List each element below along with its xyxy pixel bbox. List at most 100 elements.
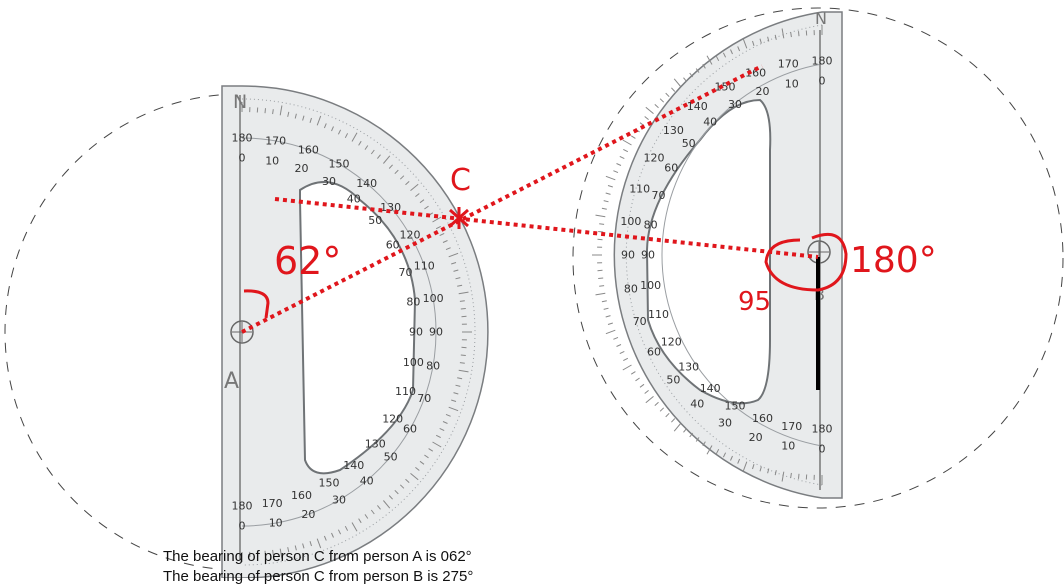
- scale-tick: [674, 424, 680, 432]
- scale-label: 170: [781, 420, 802, 433]
- scale-tick: [599, 286, 604, 287]
- scale-label: 0: [239, 520, 246, 533]
- scale-tick: [617, 164, 622, 166]
- scale-tick: [671, 88, 674, 92]
- scale-tick: [645, 117, 649, 120]
- scale-label: 90: [409, 326, 423, 339]
- scale-label: 70: [652, 189, 666, 202]
- scale-tick: [646, 107, 654, 113]
- scale-tick: [604, 308, 609, 309]
- scale-tick: [645, 390, 649, 393]
- scale-label: 70: [399, 266, 413, 279]
- scale-label: 110: [414, 259, 435, 272]
- scale-label: 150: [329, 158, 350, 171]
- scale-tick: [646, 396, 654, 402]
- scale-tick: [631, 136, 635, 139]
- scale-tick: [655, 402, 659, 405]
- scale-tick: [640, 384, 644, 387]
- scale-label: 180: [232, 132, 253, 145]
- scale-tick: [655, 104, 659, 107]
- scale-label: 90: [621, 249, 635, 262]
- scale-tick: [608, 186, 613, 188]
- scale-label: 170: [265, 135, 286, 148]
- scale-tick: [617, 345, 622, 347]
- scale-label: 60: [403, 423, 417, 436]
- scale-label: 100: [640, 279, 661, 292]
- scale-label: 70: [633, 315, 647, 328]
- scale-label: 20: [756, 85, 770, 98]
- scale-tick: [636, 378, 640, 381]
- scale-tick: [623, 140, 632, 145]
- scale-label: 180: [812, 423, 833, 436]
- scale-label: 100: [423, 292, 444, 305]
- scale-tick: [684, 78, 687, 82]
- scale-tick: [674, 79, 680, 87]
- scale-tick: [666, 413, 670, 417]
- scale-label: 130: [678, 361, 699, 374]
- scale-label: 170: [262, 497, 283, 510]
- scale-tick: [602, 301, 607, 302]
- scale-tick: [620, 156, 625, 158]
- scale-tick: [596, 215, 606, 217]
- scale-label: 180: [232, 500, 253, 513]
- scale-label: 70: [417, 392, 431, 405]
- scale-label: 120: [661, 336, 682, 349]
- scale-label: 30: [718, 417, 732, 430]
- scale-label: 120: [400, 229, 421, 242]
- scale-label: 50: [368, 214, 382, 227]
- scale-tick: [660, 408, 664, 412]
- scale-label: 50: [666, 373, 680, 386]
- scale-tick: [460, 363, 465, 364]
- scale-label: 20: [295, 162, 309, 175]
- scale-tick: [273, 109, 274, 114]
- scale-tick: [604, 201, 609, 202]
- scale-label: 100: [403, 356, 424, 369]
- scale-tick: [623, 358, 628, 360]
- scale-label: 150: [319, 476, 340, 489]
- scale-tick: [265, 108, 266, 113]
- scale-label: 140: [356, 177, 377, 190]
- scale-tick: [631, 372, 635, 375]
- scale-label: 110: [629, 182, 650, 195]
- scale-tick: [623, 149, 628, 151]
- scale-label: 20: [749, 431, 763, 444]
- scale-tick: [461, 355, 466, 356]
- scale-label: 90: [429, 326, 443, 339]
- protractor-right-north-label: N: [815, 9, 827, 28]
- scale-tick: [666, 93, 670, 97]
- scale-tick: [799, 474, 800, 479]
- scale-label: 0: [819, 75, 826, 88]
- scale-label: 30: [728, 98, 742, 111]
- scale-label: 120: [644, 152, 665, 165]
- scale-label: 130: [663, 124, 684, 137]
- caption-line-2: The bearing of person C from person B is…: [163, 568, 473, 585]
- scale-label: 40: [347, 192, 361, 205]
- scale-label: 80: [426, 359, 440, 372]
- scale-label: 160: [752, 412, 773, 425]
- scale-label: 10: [269, 517, 283, 530]
- scale-label: 60: [664, 162, 678, 175]
- scale-label: 20: [301, 508, 315, 521]
- scale-tick: [613, 171, 618, 173]
- scale-label: 60: [647, 346, 661, 359]
- scale-label: 50: [682, 137, 696, 150]
- scale-label: 30: [332, 494, 346, 507]
- scale-label: 10: [785, 77, 799, 90]
- scale-tick: [620, 351, 625, 353]
- scale-label: 150: [725, 399, 746, 412]
- scale-label: 60: [386, 239, 400, 252]
- scale-tick: [799, 31, 800, 36]
- scale-tick: [598, 278, 603, 279]
- scale-tick: [606, 316, 611, 317]
- scale-tick: [613, 337, 618, 339]
- scale-label: 40: [703, 115, 717, 128]
- scale-label: 50: [384, 450, 398, 463]
- scale-label: 0: [239, 152, 246, 165]
- scale-label: 80: [624, 282, 638, 295]
- scale-tick: [791, 473, 792, 478]
- scale-label: 80: [644, 219, 658, 232]
- scale-tick: [660, 99, 664, 103]
- angle-b-label: 180°: [850, 240, 937, 281]
- scale-label: 0: [819, 443, 826, 456]
- scale-label: 30: [322, 175, 336, 188]
